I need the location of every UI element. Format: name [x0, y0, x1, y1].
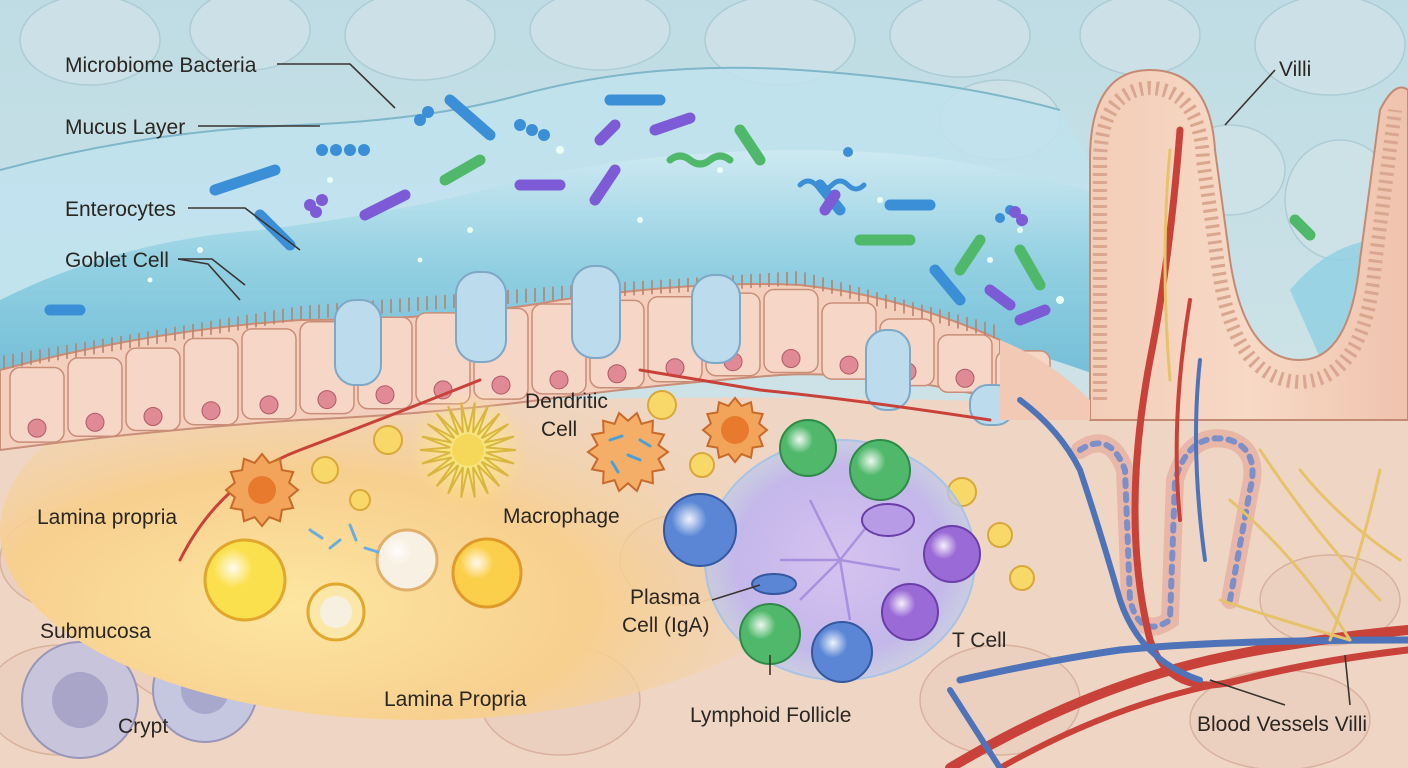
label-lymphoid-follicle: Lymphoid Follicle — [690, 704, 851, 727]
label-submucosa: Submucosa — [40, 620, 151, 643]
label-dendritic-cell-2: Cell — [541, 418, 577, 441]
label-goblet-cell: Goblet Cell — [65, 249, 169, 272]
mucus-sparkles — [147, 146, 1064, 304]
label-t-cell: T Cell — [952, 629, 1006, 652]
b-cells-blue — [663, 493, 873, 683]
microbiome-bacteria — [44, 94, 1316, 326]
label-crypt: Crypt — [118, 715, 168, 738]
glowing-plasma-cells — [203, 528, 523, 642]
label-villi: Villi — [1279, 58, 1311, 81]
label-lamina-propria-lower: Lamina Propria — [384, 688, 527, 711]
mucus-surface-line — [0, 66, 1061, 171]
label-blood-vessels-villi: Blood Vessels Villi — [1197, 713, 1367, 736]
mucus-outer-layer — [0, 67, 1110, 301]
label-mucus-layer: Mucus Layer — [65, 116, 185, 139]
label-microbiome-bacteria: Microbiome Bacteria — [65, 54, 257, 77]
crypt-tubules — [1071, 429, 1262, 636]
microvilli-brush-border — [3, 271, 995, 370]
label-plasma-cell-2: Cell (IgA) — [622, 614, 710, 637]
t-cells-green — [739, 419, 911, 665]
villus-epithelium — [1093, 80, 1402, 400]
label-plasma-cell-1: Plasma — [630, 586, 700, 609]
blood-vessels — [178, 126, 1408, 768]
label-lamina-propria-upper: Lamina propria — [37, 506, 177, 529]
macrophage-cells — [224, 396, 769, 528]
label-macrophage: Macrophage — [503, 505, 620, 528]
label-enterocytes: Enterocytes — [65, 198, 176, 221]
lymphoid-follicle — [663, 419, 981, 683]
diagram-labels: Microbiome Bacteria Mucus Layer Enterocy… — [37, 54, 1367, 738]
dendritic-cell-star — [408, 390, 528, 510]
nerves — [1163, 148, 1402, 642]
debris-rods — [308, 523, 380, 554]
label-dendritic-cell-1: Dendritic — [525, 390, 608, 413]
follicle-purple-cells — [861, 503, 981, 641]
leader-lines — [177, 63, 1351, 706]
